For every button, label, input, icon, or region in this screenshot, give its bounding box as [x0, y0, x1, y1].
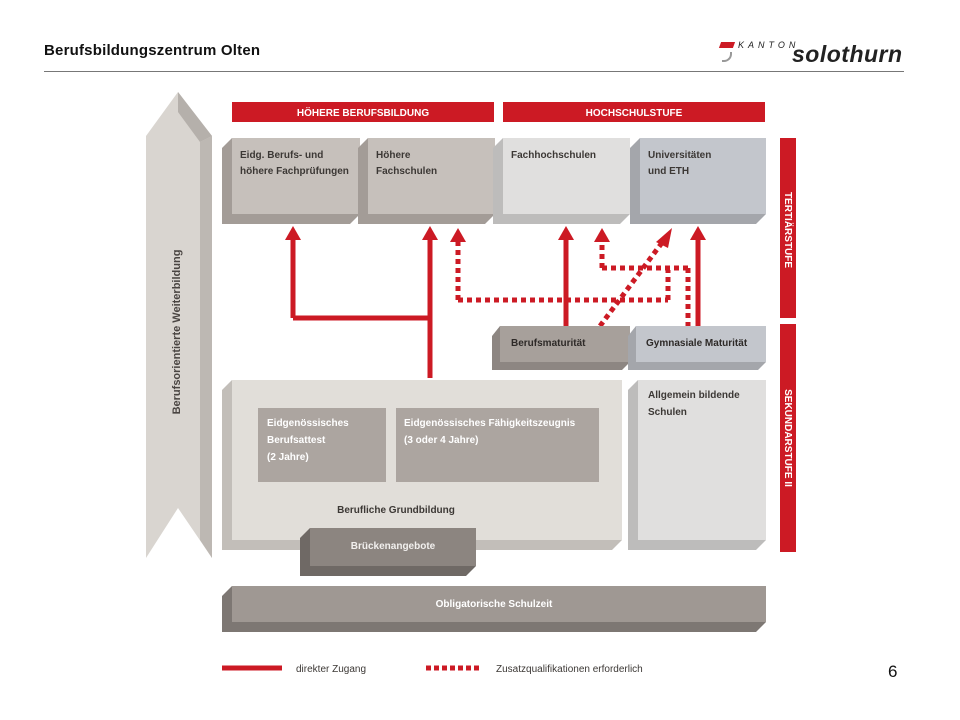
- page-number: 6: [888, 662, 898, 681]
- header-divider: [44, 71, 904, 72]
- box-hoehere-fachschulen-line1: Höhere: [376, 150, 411, 161]
- weiterbildung-arrow: Berufsorientierte Weiterbildung: [146, 92, 212, 558]
- page-title: Berufsbildungszentrum Olten: [44, 42, 261, 59]
- logo-name-text: solothurn: [792, 41, 903, 67]
- box-allgemein-bildende-line2: Schulen: [648, 407, 687, 418]
- box-hoehere-fachschulen: Höhere Fachschulen: [358, 138, 495, 224]
- legend: direkter Zugang Zusatzqualifikationen er…: [222, 664, 643, 675]
- box-berufsmaturitaet: Berufsmaturität: [492, 326, 630, 370]
- box-eidg-pruefungen-line2: höhere Fachprüfungen: [240, 166, 349, 177]
- box-berufsattest: Eidgenössisches Berufsattest (2 Jahre): [258, 408, 386, 482]
- side-label-sekundar: SEKUNDARSTUFE II: [782, 389, 793, 487]
- box-universitaeten-line2: und ETH: [648, 166, 689, 177]
- box-obligatorische-schulzeit: Obligatorische Schulzeit: [222, 586, 766, 632]
- box-berufliche-grundbildung-label: Berufliche Grundbildung: [337, 505, 455, 516]
- box-berufsmaturitaet-label: Berufsmaturität: [511, 338, 586, 349]
- box-gymnasiale-maturitaet: Gymnasiale Maturität: [628, 326, 766, 370]
- box-obligatorische-schulzeit-label: Obligatorische Schulzeit: [436, 599, 553, 610]
- side-bar-sekundar: [780, 324, 796, 552]
- logo-kanton-text: KANTON: [738, 40, 800, 50]
- box-brueckenangebote: Brückenangebote: [300, 528, 476, 576]
- box-eidg-pruefungen-line1: Eidg. Berufs- und: [240, 150, 323, 161]
- header-hochschule-label: HOCHSCHULSTUFE: [586, 108, 683, 119]
- box-faehigkeitszeugnis-line1: Eidgenössisches Fähigkeitszeugnis: [404, 418, 576, 429]
- additional-qualification-arrowheads: [450, 228, 672, 248]
- box-fachhochschulen: Fachhochschulen: [493, 138, 630, 224]
- direct-access-lines: [290, 238, 701, 378]
- box-allgemein-bildende-line1: Allgemein bildende: [648, 390, 740, 401]
- box-brueckenangebote-label: Brückenangebote: [351, 541, 436, 552]
- legend-direct-label: direkter Zugang: [296, 664, 366, 675]
- box-universitaeten: Universitäten und ETH: [630, 138, 766, 224]
- direct-access-arrowheads: [285, 226, 706, 240]
- logo-swirl-icon: [722, 52, 732, 62]
- additional-qualification-lines: [455, 238, 691, 328]
- box-berufsattest-line3: (2 Jahre): [267, 452, 309, 463]
- box-berufsattest-line2: Berufsattest: [267, 435, 326, 446]
- box-allgemein-bildende-schulen: Allgemein bildende Schulen: [628, 380, 766, 550]
- weiterbildung-label: Berufsorientierte Weiterbildung: [171, 250, 183, 415]
- box-universitaeten-line1: Universitäten: [648, 150, 711, 161]
- kanton-solothurn-logo: KANTON solothurn: [718, 38, 910, 68]
- header-hoehere-label: HÖHERE BERUFSBILDUNG: [297, 106, 429, 119]
- header-bar-hoehere: [232, 102, 494, 122]
- box-gymnasiale-maturitaet-label: Gymnasiale Maturität: [646, 338, 748, 349]
- box-hoehere-fachschulen-line2: Fachschulen: [376, 166, 437, 177]
- box-faehigkeitszeugnis-line2: (3 oder 4 Jahre): [404, 435, 478, 446]
- side-label-tertiaer: TERTIÄRSTUFE: [782, 192, 795, 268]
- header-bar-hochschule: [503, 102, 765, 122]
- box-eidg-pruefungen: Eidg. Berufs- und höhere Fachprüfungen: [222, 138, 360, 224]
- box-fachhochschulen-line1: Fachhochschulen: [511, 150, 596, 161]
- legend-additional-label: Zusatzqualifikationen erforderlich: [496, 664, 643, 675]
- box-berufsattest-line1: Eidgenössisches: [267, 418, 349, 429]
- side-bar-tertiaer: [780, 138, 796, 318]
- box-faehigkeitszeugnis: Eidgenössisches Fähigkeitszeugnis (3 ode…: [396, 408, 599, 482]
